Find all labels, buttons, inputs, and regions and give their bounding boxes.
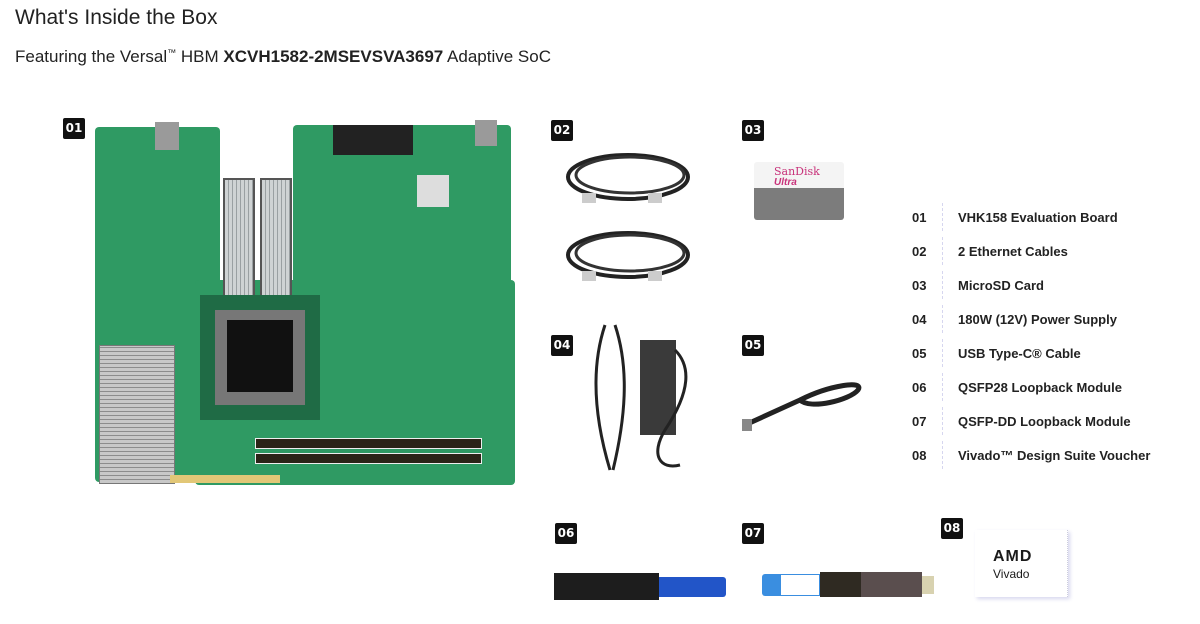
- vivado-label: Vivado: [993, 567, 1030, 581]
- badge-04: 04: [551, 335, 573, 356]
- subtitle-mid: HBM: [176, 47, 224, 66]
- sandisk-line: Ultra: [774, 177, 797, 188]
- item-number: 04: [912, 311, 927, 327]
- list-item: 07 QSFP-DD Loopback Module: [912, 404, 1150, 438]
- list-item: 04 180W (12V) Power Supply: [912, 302, 1150, 336]
- vivado-voucher-image: AMD Vivado: [975, 530, 1068, 597]
- usb-c-cable-image: [742, 382, 862, 431]
- trademark: ™: [167, 47, 177, 58]
- page-title: What's Inside the Box: [15, 6, 218, 29]
- item-number: 05: [912, 345, 927, 361]
- item-label: MicroSD Card: [958, 277, 1044, 293]
- badge-03: 03: [742, 120, 764, 141]
- evaluation-board-image: [95, 120, 515, 485]
- qsfp28-pull-tab: [659, 577, 726, 597]
- ethernet-cables-image: [566, 153, 690, 281]
- item-label: 180W (12V) Power Supply: [958, 311, 1117, 327]
- item-label: QSFP-DD Loopback Module: [958, 413, 1131, 429]
- item-label: 2 Ethernet Cables: [958, 243, 1068, 259]
- list-item: 06 QSFP28 Loopback Module: [912, 370, 1150, 404]
- item-label: USB Type-C® Cable: [958, 345, 1081, 361]
- contents-list: 01 VHK158 Evaluation Board 02 2 Ethernet C…: [912, 200, 1150, 472]
- qsfp28-module-image: [554, 573, 659, 600]
- item-number: 07: [912, 413, 927, 429]
- badge-05: 05: [742, 335, 764, 356]
- item-number: 01: [912, 209, 927, 225]
- power-supply-image: [594, 324, 688, 471]
- item-label: QSFP28 Loopback Module: [958, 379, 1122, 395]
- microsd-card-image: SanDisk Ultra: [754, 162, 844, 220]
- list-item: 05 USB Type-C® Cable: [912, 336, 1150, 370]
- list-item: 03 MicroSD Card: [912, 268, 1150, 302]
- list-item: 08 Vivado™ Design Suite Voucher: [912, 438, 1150, 472]
- badge-06: 06: [555, 523, 577, 544]
- item-label: VHK158 Evaluation Board: [958, 209, 1118, 225]
- item-label: Vivado™ Design Suite Voucher: [958, 447, 1151, 463]
- subtitle-prefix: Featuring the Versal: [15, 47, 168, 66]
- item-number: 03: [912, 277, 927, 293]
- item-number: 02: [912, 243, 927, 259]
- part-number: XCVH1582-2MSEVSVA3697: [223, 47, 444, 66]
- sandisk-brand: SanDisk: [774, 165, 820, 178]
- badge-02: 02: [551, 120, 573, 141]
- item-number: 08: [912, 447, 927, 463]
- page-subtitle: Featuring the Versal™ HBM XCVH1582-2MSEV…: [15, 47, 551, 67]
- qsfpdd-module-image: [820, 572, 922, 597]
- subtitle-suffix: Adaptive SoC: [443, 47, 551, 66]
- list-item: 01 VHK158 Evaluation Board: [912, 200, 1150, 234]
- qsfpdd-pull-tab: [762, 574, 780, 596]
- badge-01: 01: [63, 118, 85, 139]
- list-item: 02 2 Ethernet Cables: [912, 234, 1150, 268]
- badge-07: 07: [742, 523, 764, 544]
- amd-logo: AMD: [993, 548, 1033, 565]
- item-number: 06: [912, 379, 927, 395]
- badge-08: 08: [941, 518, 963, 539]
